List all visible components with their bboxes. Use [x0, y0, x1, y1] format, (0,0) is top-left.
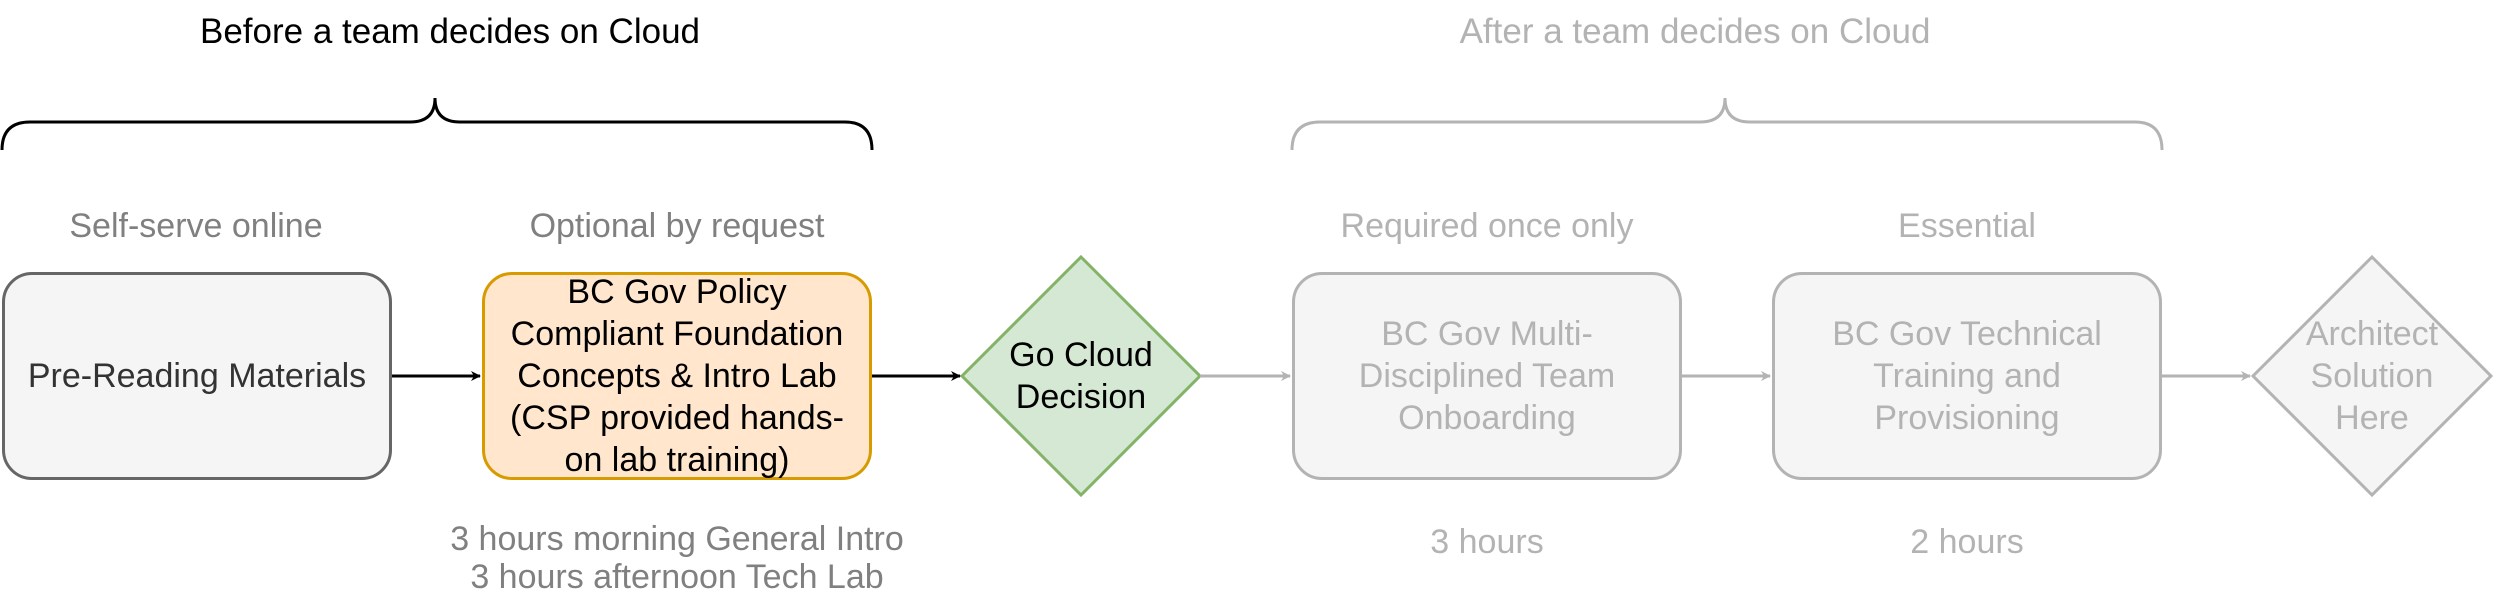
- foundation-box: BC Gov Policy Compliant Foundation Conce…: [482, 272, 872, 480]
- pre-reading-category: Self-serve online: [69, 207, 323, 245]
- foundation-text-line: Concepts & Intro Lab: [517, 357, 837, 395]
- after-brace: [1290, 97, 2164, 151]
- architect-text: Architect Solution Here: [2253, 257, 2491, 495]
- architect-diamond: [2250, 254, 2493, 498]
- technical-text-line: BC Gov Technical: [1832, 315, 2102, 353]
- foundation-text-line: BC Gov Policy: [567, 273, 787, 311]
- decision-diamond: [959, 254, 1203, 498]
- foundation-duration-line: 3 hours afternoon Tech Lab: [470, 558, 884, 596]
- foundation-text-line: on lab training): [564, 441, 790, 479]
- decision-text: Go Cloud Decision: [962, 257, 1200, 495]
- foundation-duration-line: 3 hours morning General Intro: [450, 520, 904, 558]
- onboarding-text-line: Disciplined Team: [1358, 357, 1616, 395]
- onboarding-box: BC Gov Multi- Disciplined Team Onboardin…: [1292, 272, 1682, 480]
- foundation-duration: 3 hours morning General Intro 3 hours af…: [400, 520, 954, 596]
- architect-text-line: Here: [2335, 399, 2409, 437]
- onboarding-category: Required once only: [1340, 207, 1634, 245]
- architect-text-line: Solution: [2310, 357, 2434, 395]
- onboarding-duration: 3 hours: [1430, 523, 1544, 561]
- foundation-category: Optional by request: [529, 207, 825, 245]
- technical-text-line: Training and: [1873, 357, 2061, 395]
- foundation-text-line: (CSP provided hands-: [510, 399, 844, 437]
- after-section-title: After a team decides on Cloud: [1459, 12, 1931, 51]
- before-section-title: Before a team decides on Cloud: [199, 12, 701, 51]
- technical-box: BC Gov Technical Training and Provisioni…: [1772, 272, 2162, 480]
- foundation-text-line: Compliant Foundation: [510, 315, 844, 353]
- pre-reading-text: Pre-Reading Materials: [27, 357, 367, 395]
- onboarding-text-line: Onboarding: [1398, 399, 1576, 437]
- technical-category: Essential: [1898, 207, 2036, 245]
- decision-text-line: Go Cloud: [1009, 336, 1153, 374]
- technical-duration: 2 hours: [1910, 523, 2024, 561]
- architect-text-line: Architect: [2305, 315, 2439, 353]
- pre-reading-box: Pre-Reading Materials: [2, 272, 392, 480]
- decision-text-line: Decision: [1015, 378, 1147, 416]
- technical-text-line: Provisioning: [1874, 399, 2060, 437]
- before-brace: [0, 97, 874, 151]
- onboarding-text-line: BC Gov Multi-: [1381, 315, 1593, 353]
